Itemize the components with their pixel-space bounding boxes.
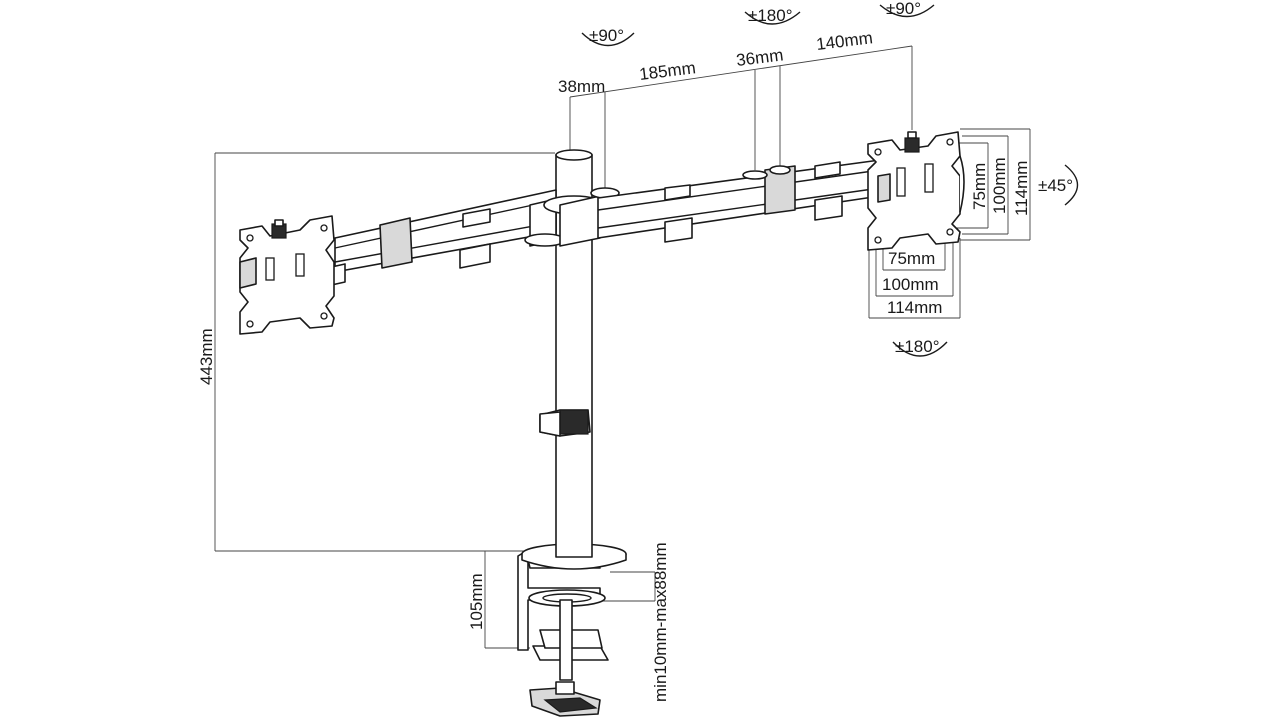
- label-vesa-h114: 114mm: [887, 298, 942, 317]
- label-vesa-v114: 114mm: [1012, 161, 1031, 216]
- label-38mm: 38mm: [558, 77, 605, 96]
- right-vesa-plate: [867, 131, 965, 251]
- left-arm: [317, 189, 557, 289]
- label-swivel-joint: ±90°: [589, 26, 624, 45]
- label-rotate: ±180°: [895, 337, 940, 356]
- label-vesa-h100: 100mm: [882, 275, 939, 294]
- desk-clamp: [517, 549, 609, 717]
- labels: 38mm 185mm 36mm 140mm ±90° ±180° ±90° ±4…: [197, 0, 1073, 702]
- center-joint: [524, 187, 620, 247]
- arrow-elbow-icon: [744, 11, 801, 25]
- label-swivel-head: ±90°: [886, 0, 921, 18]
- label-swivel-elbow: ±180°: [748, 6, 793, 25]
- label-clamp-height: 105mm: [467, 573, 486, 630]
- arrow-joint-icon: [581, 32, 635, 47]
- dimension-lines: [214, 45, 1031, 649]
- label-185mm: 185mm: [638, 58, 697, 84]
- label-vesa-h75: 75mm: [888, 249, 935, 268]
- label-140mm: 140mm: [815, 28, 874, 54]
- left-vesa-plate: [239, 215, 335, 335]
- label-desk-thickness: min10mm-max88mm: [651, 542, 670, 702]
- arrow-rotate-icon: [892, 341, 948, 357]
- arrow-tilt-icon: [1064, 164, 1079, 206]
- label-vesa-v75: 75mm: [970, 163, 989, 210]
- arrow-head-icon: [879, 4, 935, 18]
- label-tilt: ±45°: [1038, 176, 1073, 195]
- rotation-arrows: [581, 4, 1079, 357]
- label-vesa-v100: 100mm: [990, 157, 1009, 214]
- right-arm: [597, 159, 881, 243]
- label-height: 443mm: [197, 328, 216, 385]
